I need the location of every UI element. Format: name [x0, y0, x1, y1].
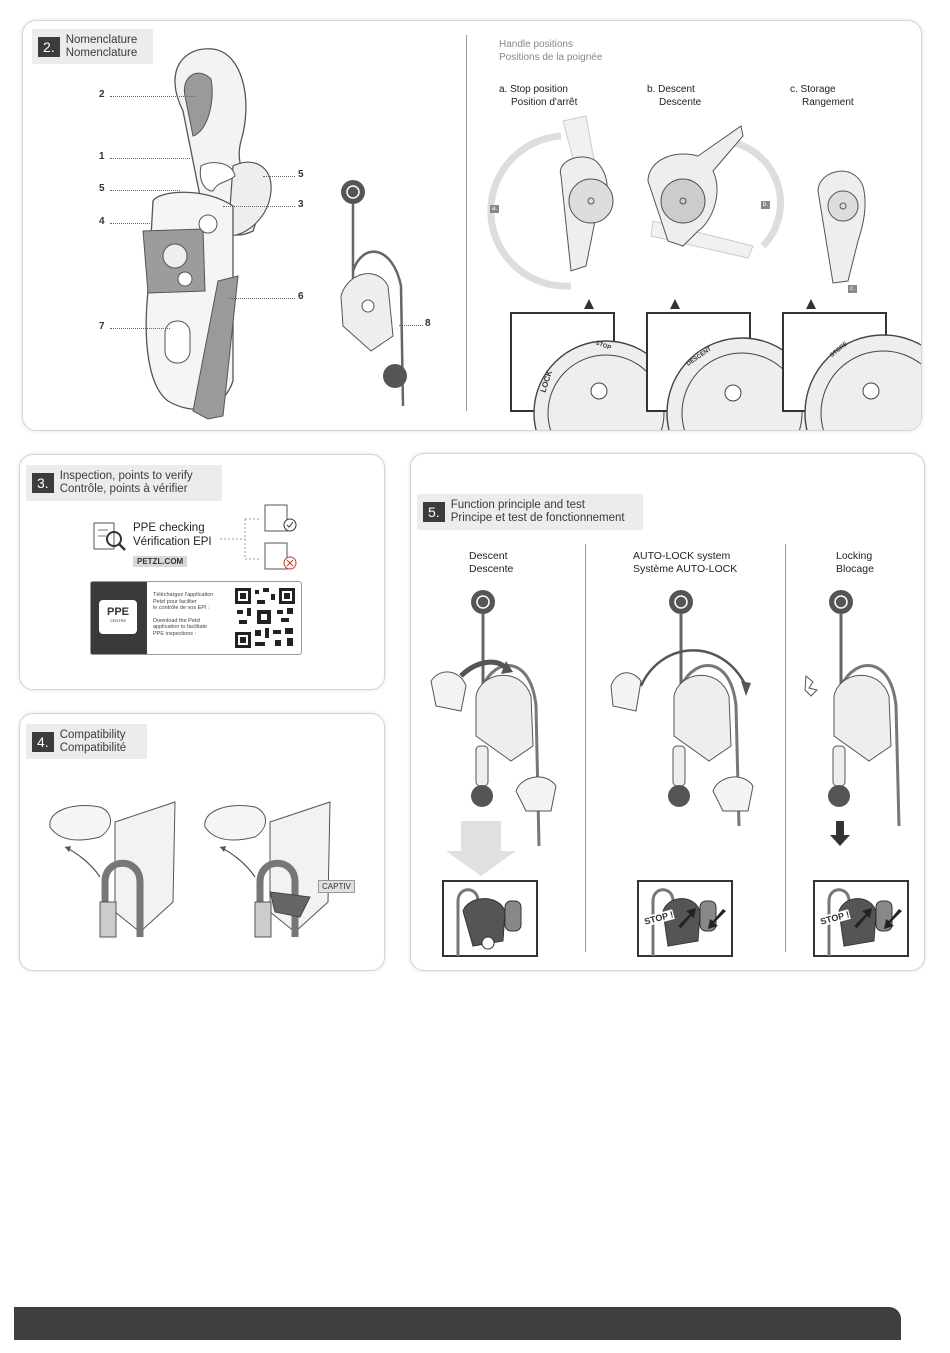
stop-position-fr: Position d'arrêt — [511, 97, 578, 108]
section-title-en: Inspection, points to verify — [59, 470, 193, 482]
col-locking-fr: Blocage — [836, 563, 874, 575]
ppe-checking-fr: Vérification EPI — [133, 536, 212, 548]
col-locking-en: Locking — [836, 550, 873, 562]
callout-2: 2 — [99, 89, 105, 100]
storage-fr: Rangement — [802, 97, 854, 108]
storage-en: c. Storage — [790, 84, 836, 95]
dial-lock — [510, 299, 679, 430]
descent-test-illustration — [430, 590, 557, 876]
dial-descent — [646, 299, 818, 430]
dial-store — [782, 299, 921, 430]
divider — [785, 544, 786, 952]
descender-illustration — [142, 48, 272, 420]
section-title-en: Nomenclature — [65, 33, 138, 46]
compatibility-illustration-1 — [49, 801, 176, 938]
inspection-panel: 3. Inspection, points to verify Contrôle… — [19, 454, 385, 690]
section-title-fr: Contrôle, points à vérifier — [59, 483, 188, 495]
locking-test-illustration — [804, 590, 901, 846]
callout-7: 7 — [99, 321, 105, 332]
section-title-fr: Nomenclature — [65, 46, 138, 59]
tag-c: c. — [848, 285, 857, 293]
qr-code[interactable] — [233, 586, 297, 650]
handle-stop-illustration — [487, 115, 614, 290]
col-autolock-en: AUTO-LOCK system — [633, 550, 731, 562]
descent-fr: Descente — [659, 97, 702, 108]
ppe-app-card[interactable]: PPE CENTRE Téléchargez l'application Pet… — [90, 581, 302, 655]
captiv-label: CAPTIV — [318, 880, 355, 893]
callout-5-right: 5 — [298, 169, 304, 180]
descent-detail — [442, 880, 538, 957]
handle-positions-fr: Positions de la poignée — [499, 52, 603, 63]
callout-3: 3 — [298, 199, 304, 210]
col-descent-en: Descent — [469, 550, 508, 562]
rope-setup-illustration — [340, 180, 407, 407]
divider — [585, 544, 586, 952]
handle-positions-en: Handle positions — [499, 39, 573, 50]
compatibility-illustration-2 — [204, 801, 331, 938]
handle-storage-illustration — [817, 170, 866, 284]
tag-a: a. — [490, 205, 500, 213]
section-number: 2. — [38, 36, 60, 57]
section-number: 3. — [32, 473, 54, 493]
descent-en: b. Descent — [647, 84, 695, 95]
section-title-fr: Principe et test de fonctionnement — [450, 512, 625, 524]
check-documents-icon — [220, 504, 297, 570]
autolock-test-illustration — [610, 590, 754, 827]
section-number: 5. — [423, 502, 445, 522]
ppe-checking-en: PPE checking — [133, 522, 205, 534]
section-2-header: 2. Nomenclature Nomenclature — [32, 29, 153, 64]
petzl-site-label[interactable]: PETZL.COM — [133, 556, 188, 567]
callout-5-left: 5 — [99, 183, 105, 194]
callout-4: 4 — [99, 216, 105, 227]
handle-descent-illustration — [647, 125, 784, 259]
ppe-centre-logo: PPE CENTRE — [91, 582, 147, 654]
section-4-header: 4. Compatibility Compatibilité — [26, 724, 147, 759]
footer-bar — [14, 1307, 901, 1340]
section-5-header: 5. Function principle and test Principe … — [417, 494, 643, 530]
col-autolock-fr: Système AUTO-LOCK — [633, 563, 738, 575]
magnifier-document-icon — [93, 522, 126, 551]
callout-6: 6 — [298, 291, 304, 302]
stop-position-en: a. Stop position — [499, 84, 568, 95]
nomenclature-panel: 2. Nomenclature Nomenclature 2 1 5 4 7 5… — [22, 20, 922, 431]
callout-1: 1 — [99, 151, 105, 162]
section-title-fr: Compatibilité — [59, 741, 127, 754]
compatibility-panel: 4. Compatibility Compatibilité CAPTIV — [19, 713, 385, 971]
function-principle-panel: 5. Function principle and test Principe … — [410, 453, 925, 971]
section-number: 4. — [32, 731, 54, 752]
tag-b: b. — [761, 201, 771, 209]
section-3-header: 3. Inspection, points to verify Contrôle… — [26, 465, 222, 501]
divider — [466, 35, 467, 411]
callout-8: 8 — [425, 318, 431, 329]
section-title-en: Function principle and test — [450, 499, 585, 511]
col-descent-fr: Descente — [469, 563, 514, 575]
section-title-en: Compatibility — [59, 728, 126, 741]
